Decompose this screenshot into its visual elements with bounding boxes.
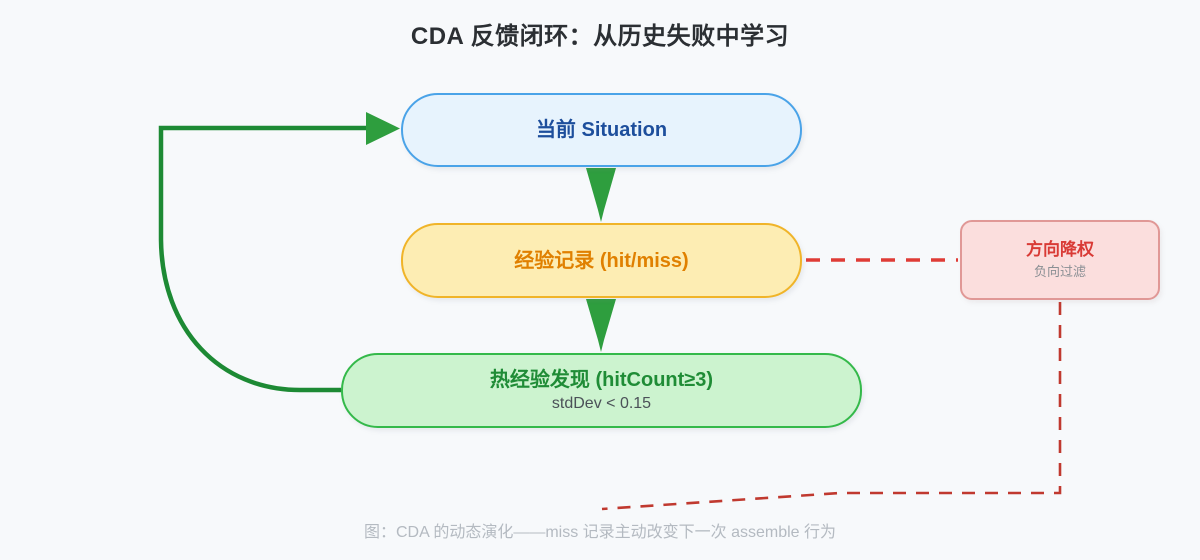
node-demote-sublabel: 负向过滤 bbox=[1033, 263, 1086, 279]
node-experience-record[interactable]: 经验记录 (hit/miss) bbox=[401, 223, 802, 298]
node-hot-experience-sublabel: stdDev < 0.15 bbox=[551, 394, 652, 412]
node-experience-label: 经验记录 (hit/miss) bbox=[514, 249, 689, 272]
node-direction-demote[interactable]: 方向降权 负向过滤 bbox=[960, 220, 1160, 300]
edge-demote-to-caption bbox=[601, 302, 1062, 511]
edge-experience-to-hot bbox=[586, 299, 616, 352]
diagram-caption: 图：CDA 的动态演化——miss 记录主动改变下一次 assemble 行为 bbox=[363, 524, 837, 541]
node-situation-label: 当前 Situation bbox=[535, 119, 668, 141]
node-hot-experience-label: 热经验发现 (hitCount≥3) bbox=[489, 368, 714, 391]
node-hot-experience[interactable]: 热经验发现 (hitCount≥3) stdDev < 0.15 bbox=[341, 353, 862, 428]
edge-hot-feedback-to-situation bbox=[158, 125, 368, 393]
page-title: CDA 反馈闭环：从历史失败中学习 bbox=[410, 23, 790, 50]
edge-situation-to-experience bbox=[586, 168, 616, 222]
node-demote-label: 方向降权 bbox=[1026, 240, 1094, 260]
node-current-situation[interactable]: 当前 Situation bbox=[401, 93, 802, 167]
feedback-arrowhead-icon bbox=[366, 112, 400, 145]
